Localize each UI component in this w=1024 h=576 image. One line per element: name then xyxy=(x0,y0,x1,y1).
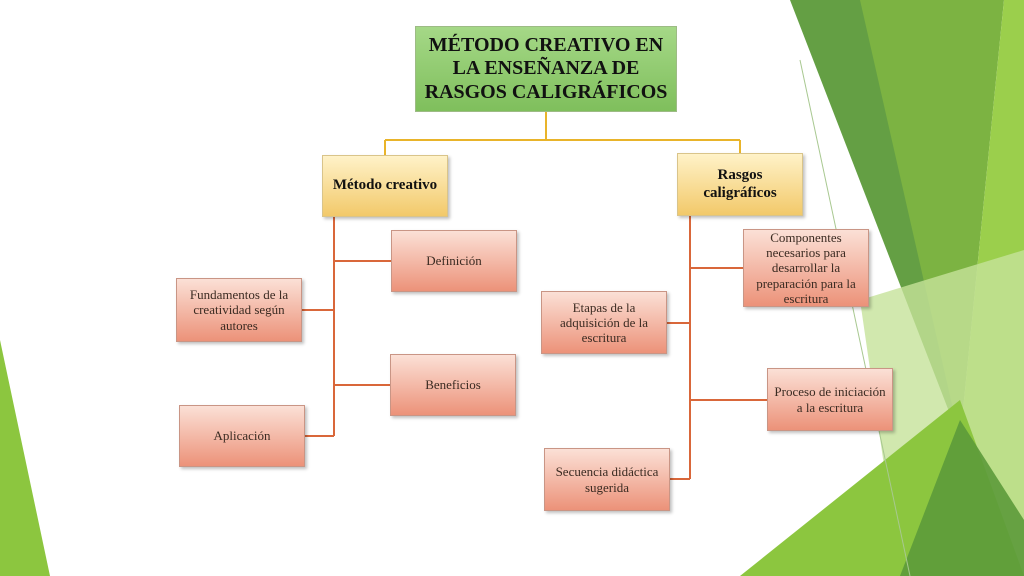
decor-left-triangle xyxy=(0,340,50,576)
leaf-beneficios: Beneficios xyxy=(390,354,516,416)
leaf-fundamentos: Fundamentos de la creatividad según auto… xyxy=(176,278,302,342)
branch-rasgos-caligraficos: Rasgos caligráficos xyxy=(677,153,803,216)
leaf-definicion: Definición xyxy=(391,230,517,292)
decor-thin-line xyxy=(799,59,911,576)
branch-metodo-creativo: Método creativo xyxy=(322,155,448,217)
leaf-aplicacion: Aplicación xyxy=(179,405,305,467)
leaf-proceso: Proceso de iniciación a la escritura xyxy=(767,368,893,431)
leaf-componentes: Componentes necesarios para desarrollar … xyxy=(743,229,869,307)
root-node: MÉTODO CREATIVO EN LA ENSEÑANZA DE RASGO… xyxy=(415,26,677,112)
leaf-secuencia: Secuencia didáctica sugerida xyxy=(544,448,670,511)
leaf-etapas: Etapas de la adquisición de la escritura xyxy=(541,291,667,354)
decor-bottom-dark xyxy=(900,420,1024,576)
